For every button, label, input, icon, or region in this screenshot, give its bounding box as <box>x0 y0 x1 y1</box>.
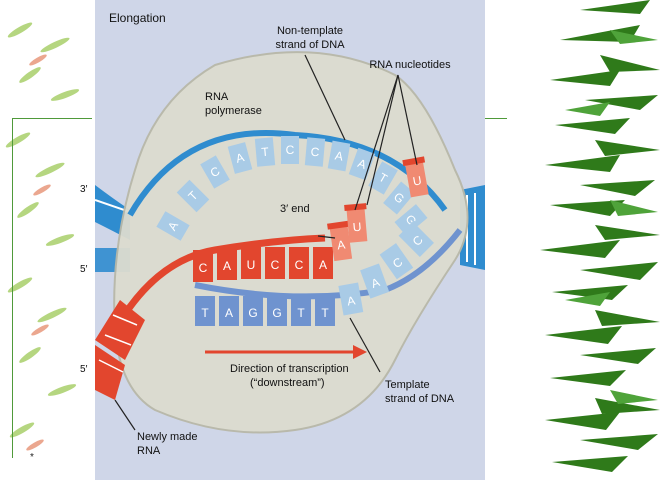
footnote-marker: * <box>30 452 34 463</box>
template-base: A <box>225 306 233 320</box>
rna-polymerase-label-line2: polymerase <box>205 105 262 117</box>
prime-5-marker-top: 5′ <box>80 264 88 275</box>
three-prime-end-label: 3′ end <box>280 203 310 215</box>
nt-base: T <box>261 145 270 160</box>
template-base: T <box>201 306 209 320</box>
template-label-line1: Template <box>385 379 430 391</box>
diagram-title: Elongation <box>109 11 166 25</box>
template-base: A <box>346 293 356 308</box>
slide-divider-vertical <box>12 118 13 458</box>
nt-base: A <box>334 148 344 163</box>
non-template-label-line2: strand of DNA <box>275 39 345 51</box>
template-base: T <box>297 306 305 320</box>
non-template-label-line1: Non-template <box>277 25 343 37</box>
bamboo-left-decoration <box>5 22 80 451</box>
elongation-diagram: A T C A T C C A A T G G C A U C C A A U … <box>95 0 485 480</box>
template-label-line2: strand of DNA <box>385 393 455 405</box>
rna-base: U <box>247 258 256 272</box>
leader-lines <box>114 54 418 431</box>
newly-made-rna-label-line2: RNA <box>137 445 161 457</box>
prime-3-marker: 3′ <box>80 184 88 195</box>
newly-made-rna-label-line1: Newly made <box>137 431 198 443</box>
rna-sequence: C A U C C A <box>193 247 333 282</box>
rna-backbone <box>111 234 326 332</box>
direction-arrow <box>205 345 367 359</box>
template-base: G <box>248 306 257 320</box>
incoming-nucleotides: A U U <box>327 156 429 262</box>
template-base: T <box>321 306 329 320</box>
rna-base: A <box>223 259 231 273</box>
incoming-base: A <box>336 238 346 253</box>
prime-5-marker-bottom: 5′ <box>80 364 88 375</box>
direction-label-line2: (“downstream”) <box>250 377 325 389</box>
nt-base: C <box>310 145 320 160</box>
nt-base: C <box>286 143 295 157</box>
incoming-base: U <box>352 220 362 235</box>
newly-made-rna-tail <box>95 300 145 400</box>
incoming-base: U <box>412 173 423 188</box>
rna-base: A <box>319 258 327 272</box>
rna-base: C <box>271 258 280 272</box>
template-sequence: T A G G T T A A C C <box>195 221 434 326</box>
template-base: G <box>272 306 281 320</box>
direction-label-line1: Direction of transcription <box>230 363 349 375</box>
slide-divider-left <box>12 118 92 119</box>
nt-base: A <box>234 150 245 166</box>
rna-nucleotides-label: RNA nucleotides <box>369 59 451 71</box>
non-template-sequence: A T C A T C C A A T G G <box>156 136 428 241</box>
slide-divider-right <box>485 118 507 119</box>
rna-base: C <box>199 261 208 275</box>
rna-base: C <box>295 258 304 272</box>
bamboo-right-decoration <box>540 0 660 480</box>
rna-polymerase-label-line1: RNA <box>205 91 229 103</box>
